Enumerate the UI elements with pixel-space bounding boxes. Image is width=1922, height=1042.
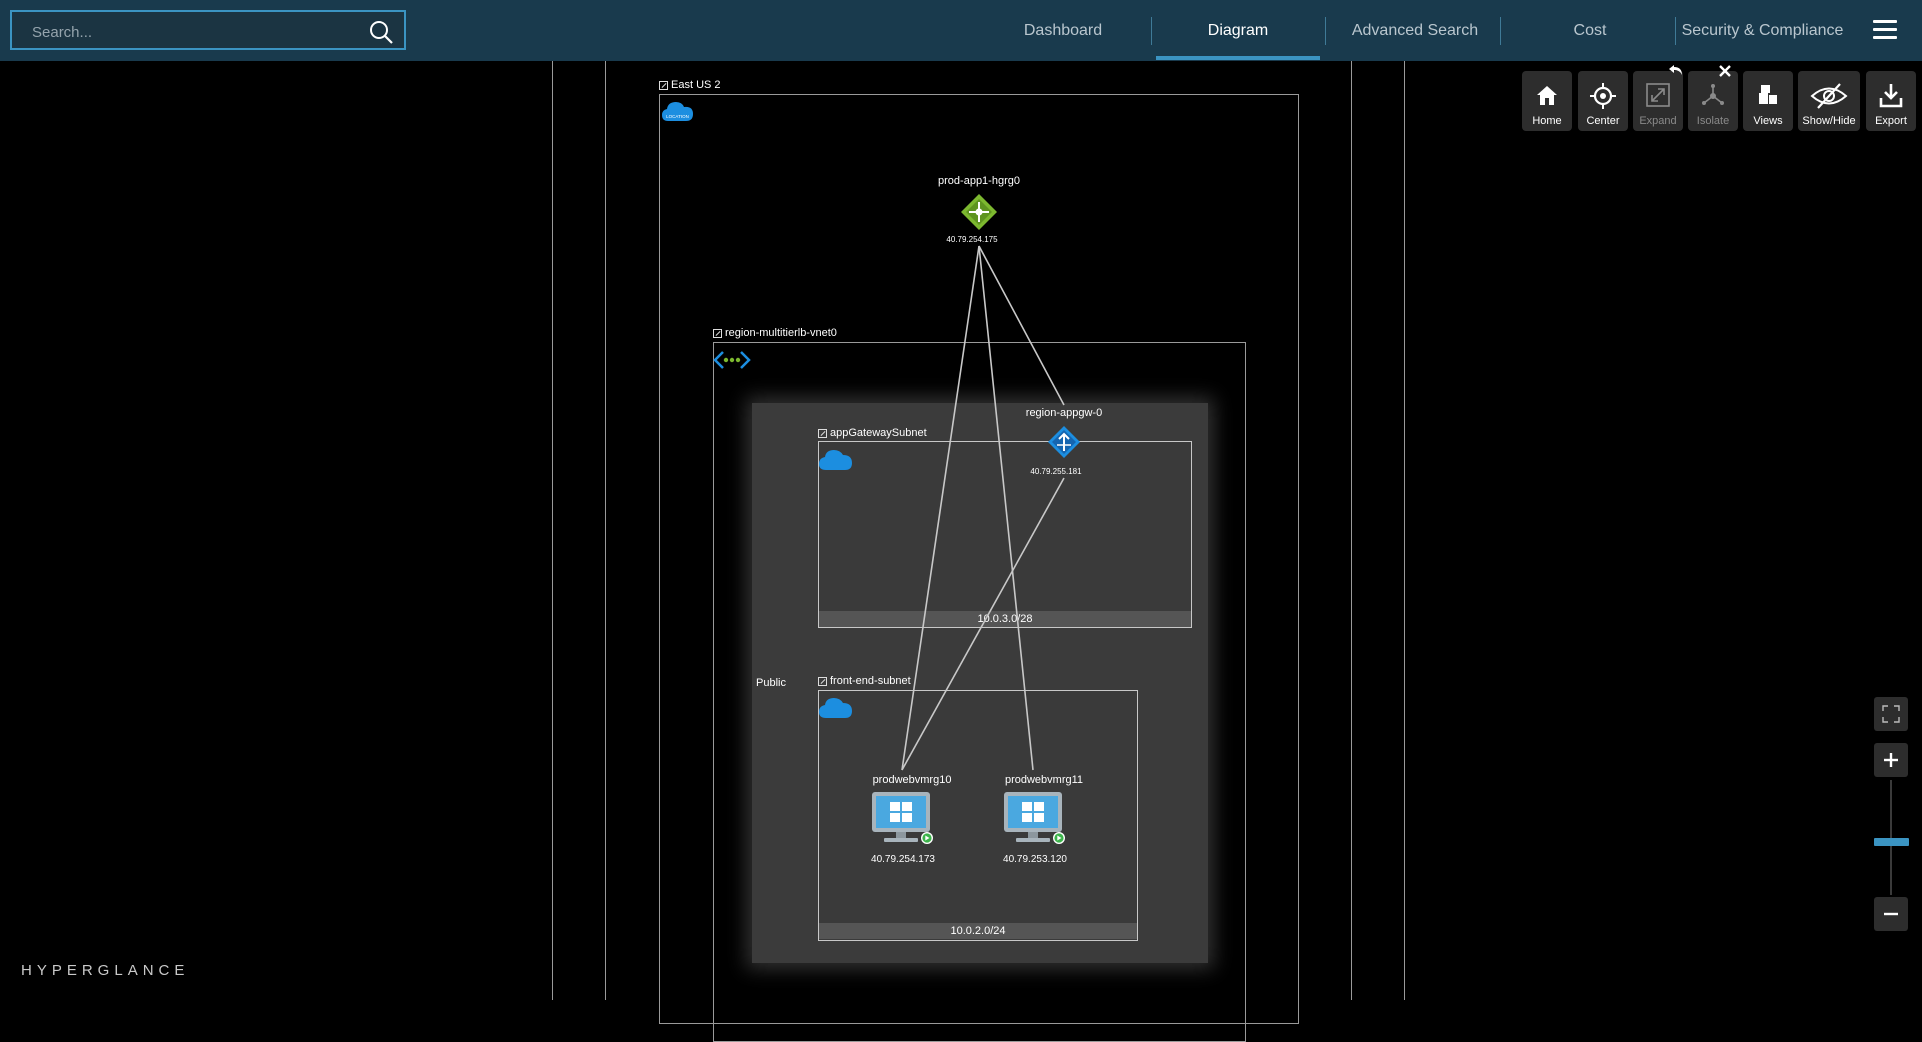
- button-label: Views: [1753, 115, 1783, 127]
- edge-lb-appgw[interactable]: [978, 245, 1065, 406]
- vnet-icon: [713, 351, 751, 369]
- views-button[interactable]: Views: [1743, 71, 1793, 131]
- views-icon: [1759, 85, 1777, 104]
- collapse-icon[interactable]: [818, 428, 827, 438]
- location-badge: LOCATION: [666, 114, 689, 119]
- button-label: Home: [1532, 115, 1562, 127]
- tab-cost[interactable]: Cost: [1573, 22, 1607, 39]
- public-group-label: Public: [756, 677, 786, 689]
- plus-icon: [1884, 753, 1898, 767]
- vm-ip: 40.79.254.173: [871, 854, 935, 865]
- tab-diagram[interactable]: Diagram: [1207, 22, 1269, 39]
- eye-off-icon: [1810, 83, 1848, 109]
- front-end-subnet-label[interactable]: front-end-subnet: [818, 675, 911, 687]
- button-label: Isolate: [1696, 115, 1730, 127]
- edge-appgw-vm1[interactable]: [901, 477, 1065, 771]
- windows-vm-icon[interactable]: [1002, 790, 1066, 846]
- search-input[interactable]: [30, 20, 354, 44]
- vnet-name: region-multitierlb-vnet0: [725, 327, 837, 339]
- nav-divider: [1500, 17, 1501, 45]
- home-icon: [1537, 86, 1557, 105]
- tab-dashboard[interactable]: Dashboard: [1023, 22, 1103, 39]
- crosshair-icon: [1590, 83, 1616, 109]
- app-gateway-ip: 40.79.255.181: [1030, 467, 1082, 476]
- load-balancer-ip: 40.79.254.175: [946, 235, 998, 244]
- zoom-slider-handle[interactable]: [1874, 838, 1909, 846]
- home-button[interactable]: Home: [1522, 71, 1572, 131]
- fullscreen-icon: [1882, 705, 1900, 723]
- vm-name: prodwebvmrg11: [1004, 774, 1084, 786]
- container-border: [1404, 61, 1405, 1000]
- load-balancer-icon[interactable]: [960, 193, 998, 231]
- subnet-cidr: 10.0.2.0/24: [819, 923, 1137, 939]
- container-border: [605, 61, 606, 1000]
- vnet-label[interactable]: region-multitierlb-vnet0: [713, 327, 837, 339]
- region-label[interactable]: East US 2: [659, 79, 721, 91]
- vm-name: prodwebvmrg10: [872, 774, 952, 786]
- button-label: Expand: [1639, 115, 1677, 127]
- search-icon[interactable]: [368, 19, 394, 45]
- expand-icon: [1646, 83, 1670, 107]
- zoom-slider-track[interactable]: [1890, 780, 1892, 895]
- nav-divider: [1151, 17, 1152, 45]
- app-gateway-name: region-appgw-0: [1025, 407, 1103, 419]
- tab-security-compliance[interactable]: Security & Compliance: [1681, 22, 1844, 39]
- front-end-subnet[interactable]: [818, 690, 1138, 941]
- collapse-icon[interactable]: [818, 676, 827, 686]
- button-label: Show/Hide: [1802, 115, 1856, 127]
- connection-edges: [901, 245, 1065, 771]
- top-navigation-bar: Dashboard Diagram Advanced Search Cost S…: [0, 0, 1922, 61]
- close-icon[interactable]: [1718, 64, 1732, 78]
- edge-lb-vm2[interactable]: [978, 245, 1034, 771]
- nav-divider: [1325, 17, 1326, 45]
- subnet-cloud-icon: [819, 698, 852, 718]
- expand-button[interactable]: Expand: [1633, 71, 1683, 131]
- location-cloud-icon: LOCATION: [662, 102, 693, 121]
- region-name: East US 2: [671, 79, 721, 91]
- load-balancer-name: prod-app1-hgrg0: [938, 175, 1020, 187]
- undo-icon[interactable]: [1668, 63, 1684, 77]
- download-icon: [1879, 84, 1903, 108]
- subnet-name: front-end-subnet: [830, 675, 911, 687]
- isolate-button[interactable]: Isolate: [1688, 71, 1738, 131]
- subnet-cloud-icon: [819, 450, 852, 470]
- zoom-in-button[interactable]: [1874, 743, 1908, 777]
- edge-lb-vm1[interactable]: [901, 245, 980, 771]
- subnet-name: appGatewaySubnet: [830, 427, 927, 439]
- collapse-icon[interactable]: [713, 328, 722, 338]
- center-button[interactable]: Center: [1578, 71, 1628, 131]
- brand-logo: HYPERGLANCE: [21, 962, 190, 979]
- minus-icon: [1884, 912, 1898, 916]
- collapse-icon[interactable]: [659, 80, 668, 90]
- tab-advanced-search[interactable]: Advanced Search: [1351, 22, 1479, 39]
- button-label: Export: [1875, 115, 1907, 127]
- vm-ip: 40.79.253.120: [1003, 854, 1067, 865]
- windows-vm-icon[interactable]: [870, 790, 934, 846]
- show-hide-button[interactable]: Show/Hide: [1798, 71, 1860, 131]
- nav-divider: [1675, 17, 1676, 45]
- fit-to-screen-button[interactable]: [1874, 697, 1908, 731]
- isolate-icon: [1702, 84, 1724, 105]
- container-border: [552, 61, 553, 1000]
- zoom-out-button[interactable]: [1874, 897, 1908, 931]
- container-border: [1351, 61, 1352, 1000]
- app-gateway-icon[interactable]: [1047, 425, 1081, 459]
- export-button[interactable]: Export: [1866, 71, 1916, 131]
- active-tab-indicator: [1156, 56, 1320, 60]
- subnet-cidr: 10.0.3.0/28: [819, 611, 1191, 627]
- menu-icon[interactable]: [1873, 20, 1897, 40]
- search-box[interactable]: [10, 10, 406, 50]
- button-label: Center: [1586, 115, 1620, 127]
- app-gateway-subnet[interactable]: [818, 441, 1192, 628]
- app-gateway-subnet-label[interactable]: appGatewaySubnet: [818, 427, 927, 439]
